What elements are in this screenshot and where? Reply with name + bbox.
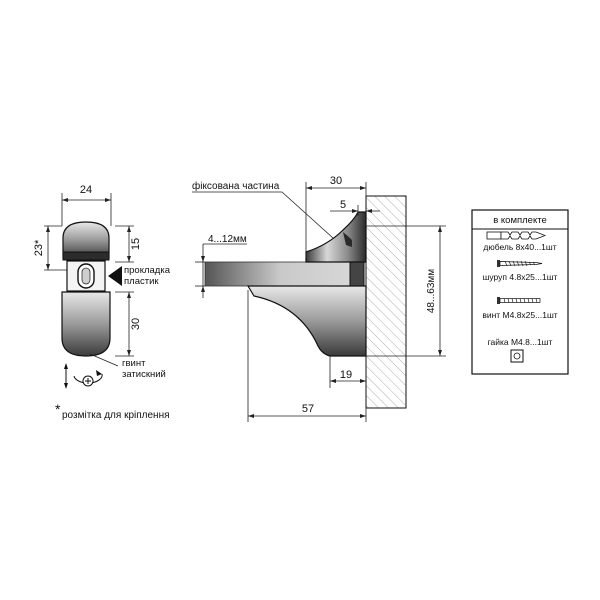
kit-item-label: дюбель 8х40...1шт bbox=[483, 242, 556, 252]
bottom-part-dim-label: 30 bbox=[130, 318, 142, 330]
dowel-icon bbox=[486, 231, 547, 240]
kit-panel: в комплекте дюбель 8х40...1шт шуруп 4.8х… bbox=[471, 209, 569, 375]
height-top-dim-label: 23* bbox=[33, 239, 45, 256]
front-cap bbox=[62, 221, 110, 259]
screw-label-line2: затискний bbox=[122, 369, 166, 380]
shelf-thickness-dim-label: 4...12мм bbox=[208, 234, 247, 245]
footnote-marker: * bbox=[55, 401, 61, 417]
top-part-dim-label: 15 bbox=[130, 238, 142, 250]
gasket-label-line1: прокладка bbox=[124, 265, 171, 276]
kit-title: в комплекте bbox=[493, 215, 547, 226]
top-width-dim-label: 30 bbox=[330, 175, 342, 187]
nut-icon bbox=[510, 349, 524, 363]
bottom-offset-dim-label: 19 bbox=[340, 369, 352, 381]
side-view: 30 5 фіксована частина 4...12мм 48...63м… bbox=[192, 175, 446, 422]
wall bbox=[365, 195, 407, 409]
machine-screw-icon bbox=[497, 297, 541, 304]
glass-shelf bbox=[204, 261, 356, 287]
kit-item-label: винт М4.8х25...1шт bbox=[482, 310, 557, 320]
footnote: * розмітка для кріплення bbox=[55, 401, 170, 421]
screw-label-line1: гвинт bbox=[122, 358, 146, 369]
total-depth-dim-label: 57 bbox=[302, 403, 314, 415]
bracket-lower-body bbox=[246, 285, 367, 357]
screw-rotation-icon bbox=[64, 363, 103, 389]
kit-item-label: гайка М4.8...1шт bbox=[488, 337, 553, 347]
width-dim-label: 24 bbox=[80, 184, 92, 196]
fixed-part-label: фіксована частина bbox=[192, 180, 280, 192]
fixed-upper-part bbox=[305, 211, 367, 263]
front-view: 24 23* 15 30 прокладка пласт bbox=[33, 184, 171, 389]
kit-item-label: шуруп 4.8х25...1шт bbox=[483, 272, 558, 282]
wood-screw-icon bbox=[497, 260, 543, 267]
gasket-label-line2: пластик bbox=[124, 276, 159, 287]
footnote-text: розмітка для кріплення bbox=[62, 410, 170, 421]
front-body bbox=[61, 291, 111, 357]
height-range-dim-label: 48...63мм bbox=[426, 269, 437, 313]
gap-dim-label: 5 bbox=[340, 199, 346, 211]
